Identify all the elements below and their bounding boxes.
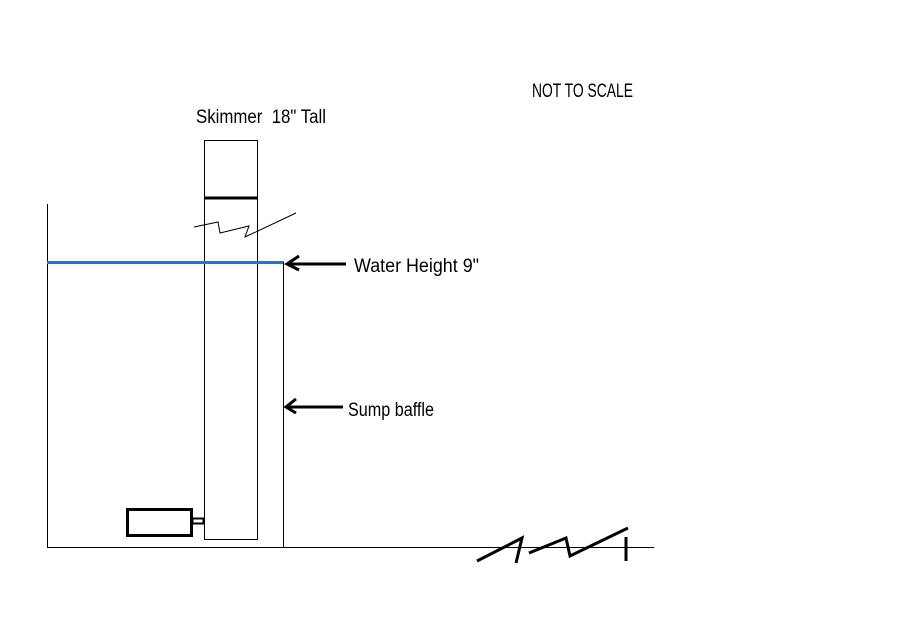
not-to-scale-label: NOT TO SCALE [532,81,633,102]
length-break-mark [476,526,629,564]
sump-baffle-arrow-icon [283,397,343,415]
skimmer-body [204,140,258,540]
pump [126,508,193,537]
skimmer-label: Skimmer 18" Tall [196,107,326,128]
water-height-label: Water Height 9" [354,256,479,277]
sump-baffle-label: Sump baffle [348,400,434,421]
water-height-arrow-icon [284,254,346,272]
pump-nozzle [191,517,205,525]
skimmer-break-mark [193,212,297,238]
